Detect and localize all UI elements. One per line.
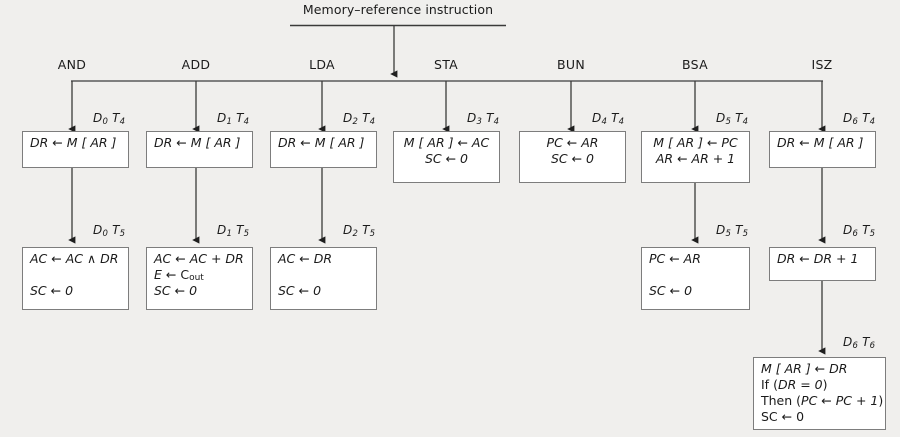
microop-box-d5t5: PC ← AR SC ← 0 <box>641 247 750 310</box>
branch-label-bsa: BSA <box>682 57 708 72</box>
microop-line: SC ← 0 <box>761 409 805 424</box>
microop-line: SC ← 0 <box>550 151 595 166</box>
control-label-d4t4: D4 T4 <box>592 111 625 127</box>
microop-line: DR ← M [ AR ] <box>30 135 117 150</box>
control-label-d3t4: D3 T4 <box>467 111 500 127</box>
branch-label-add: ADD <box>181 57 211 72</box>
microop-line: M [ AR ] ← DR <box>761 361 848 376</box>
microop-box-d6t5: DR ← DR + 1 <box>769 247 876 281</box>
microop-line: M [ AR ] ← AC <box>403 135 490 150</box>
microop-line: SC ← 0 <box>154 283 198 298</box>
microop-line: Then (PC ← PC + 1) <box>761 393 884 408</box>
microop-line: If (DR = 0) <box>761 377 828 392</box>
control-label-d0t5: D0 T5 <box>93 223 126 239</box>
microop-line: AR ← AR + 1 <box>655 151 736 166</box>
microop-box-d1t4: DR ← M [ AR ] <box>146 131 253 168</box>
control-label-d5t5: D5 T5 <box>716 223 749 239</box>
microop-line: DR ← M [ AR ] <box>154 135 241 150</box>
control-label-d6t5: D6 T5 <box>843 223 876 239</box>
microop-box-d6t4: DR ← M [ AR ] <box>769 131 876 168</box>
microop-box-d2t4: DR ← M [ AR ] <box>270 131 377 168</box>
branch-label-bun: BUN <box>557 57 585 72</box>
control-label-d5t4: D5 T4 <box>716 111 749 127</box>
branch-label-isz: ISZ <box>811 57 833 72</box>
control-label-d6t6: D6 T6 <box>843 335 876 351</box>
microop-line: SC ← 0 <box>424 151 469 166</box>
microop-line: AC ← DR <box>278 251 333 266</box>
control-label-d1t5: D1 T5 <box>217 223 250 239</box>
diagram-title: Memory–reference instruction <box>302 2 494 17</box>
microop-line: SC ← 0 <box>278 283 322 298</box>
microop-line: DR ← M [ AR ] <box>278 135 365 150</box>
control-label-d2t5: D2 T5 <box>343 223 376 239</box>
control-label-d2t4: D2 T4 <box>343 111 376 127</box>
microop-line: E ← Cout <box>154 267 204 283</box>
control-label-d6t4: D6 T4 <box>843 111 876 127</box>
microop-line: PC ← AR <box>546 135 599 150</box>
branch-label-sta: STA <box>433 57 459 72</box>
microop-line: AC ← AC + DR <box>154 251 244 266</box>
microop-line: PC ← AR <box>649 251 701 266</box>
microop-line: M [ AR ] ← PC <box>653 135 738 150</box>
branch-label-and: AND <box>57 57 87 72</box>
control-label-d1t4: D1 T4 <box>217 111 250 127</box>
microop-line: DR ← M [ AR ] <box>777 135 864 150</box>
microop-box-d0t5: AC ← AC ∧ DR SC ← 0 <box>22 247 129 310</box>
microop-line: DR ← DR + 1 <box>777 251 859 266</box>
microop-line: SC ← 0 <box>30 283 74 298</box>
microop-line: SC ← 0 <box>649 283 693 298</box>
microop-box-d2t5: AC ← DR SC ← 0 <box>270 247 377 310</box>
control-label-d0t4: D0 T4 <box>93 111 126 127</box>
microop-line: AC ← AC ∧ DR <box>30 251 119 266</box>
branch-label-lda: LDA <box>309 57 335 72</box>
microop-box-d0t4: DR ← M [ AR ] <box>22 131 129 168</box>
